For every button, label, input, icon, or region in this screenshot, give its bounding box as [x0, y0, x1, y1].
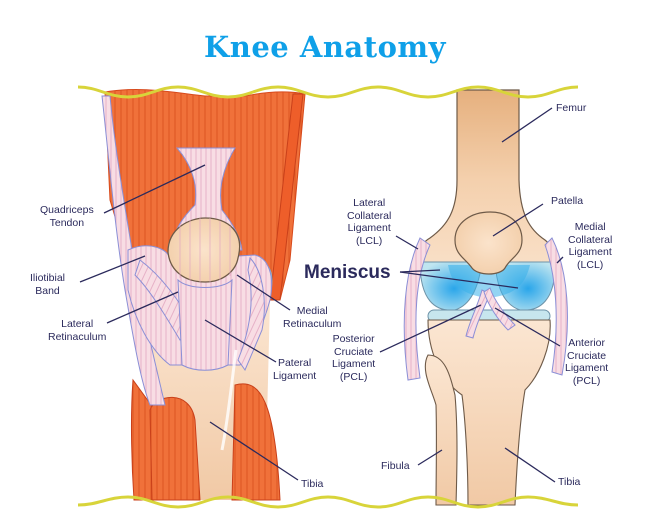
bottom-wave-border	[77, 495, 579, 509]
label-meniscus: Meniscus	[304, 262, 391, 283]
label-tibia-front: Tibia	[301, 478, 324, 490]
label-iliotibial-band: Iliotibial Band	[30, 272, 66, 297]
leader-lines	[79, 107, 564, 483]
joint-view	[403, 89, 568, 506]
front-view	[101, 88, 306, 501]
label-lateral-retinaculum: Lateral Retinaculum	[48, 318, 107, 343]
label-patella: Patella	[551, 195, 584, 207]
label-fibula: Fibula	[381, 460, 410, 472]
label-medial-collateral-ligament: Medial Collateral Ligament (LCL)	[568, 221, 613, 271]
label-posterior-cruciate-ligament: Posterior Cruciate Ligament (PCL)	[332, 333, 376, 383]
top-wave-border	[77, 85, 579, 99]
label-pateral-ligament: Pateral Ligament	[273, 357, 317, 382]
label-medial-retinaculum: Medial Retinaculum	[283, 305, 342, 330]
label-tibia-joint: Tibia	[558, 476, 581, 488]
label-quadriceps-tendon: Quadriceps Tendon	[40, 204, 94, 229]
label-lateral-collateral-ligament: Lateral Collateral Ligament (LCL)	[347, 197, 392, 247]
label-femur: Femur	[556, 102, 587, 114]
label-anterior-cruciate-ligament: Anterior Cruciate Ligament (PCL)	[565, 337, 609, 387]
diagram-title: Knee Anatomy	[204, 30, 446, 64]
